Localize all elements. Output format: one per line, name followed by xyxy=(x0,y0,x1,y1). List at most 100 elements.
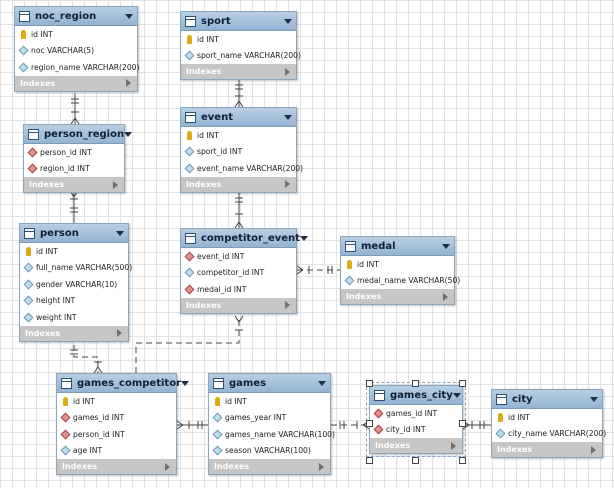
column-row[interactable]: age INT xyxy=(57,443,176,460)
table-header[interactable]: games_competitor xyxy=(57,374,190,393)
column-row[interactable]: event_id INT xyxy=(181,248,296,265)
table-header[interactable]: sport xyxy=(181,12,296,31)
rel-event-competitor-event[interactable] xyxy=(234,192,244,229)
column-row[interactable]: sport_name VARCHAR(200) xyxy=(181,48,301,65)
indexes-bar[interactable]: Indexes xyxy=(209,459,330,474)
collapse-triangle-icon[interactable] xyxy=(284,18,292,24)
column-row[interactable]: id INT xyxy=(20,243,128,260)
collapse-triangle-icon[interactable] xyxy=(125,13,133,19)
expand-arrow-icon[interactable] xyxy=(126,79,131,87)
column-row[interactable]: full_name VARCHAR(500) xyxy=(20,260,132,277)
expand-arrow-icon[interactable] xyxy=(113,180,118,189)
column-row[interactable]: city_name VARCHAR(200) xyxy=(492,426,606,443)
table-header[interactable]: competitor_event xyxy=(181,229,308,248)
table-competitor-event[interactable]: competitor_event event_id INT competitor… xyxy=(180,228,308,314)
column-row[interactable]: competitor_id INT xyxy=(181,265,296,282)
table-header[interactable]: event xyxy=(181,108,296,127)
column-row[interactable]: season VARCHAR(100) xyxy=(209,443,330,460)
column-row[interactable]: region_id INT xyxy=(24,161,124,178)
resize-handle-top-right[interactable] xyxy=(459,380,466,387)
collapse-triangle-icon[interactable] xyxy=(452,392,461,398)
rel-medal-competitor-event[interactable] xyxy=(296,265,340,275)
indexes-bar[interactable]: Indexes xyxy=(492,442,602,457)
collapse-triangle-icon[interactable] xyxy=(442,243,450,249)
indexes-bar[interactable]: Indexes xyxy=(341,289,454,304)
collapse-triangle-icon[interactable] xyxy=(181,380,190,386)
resize-handle-top-left[interactable] xyxy=(366,380,373,387)
expand-arrow-icon[interactable] xyxy=(285,180,290,188)
table-medal[interactable]: medal id INT medal_name VARCHAR(50) Inde… xyxy=(340,236,460,305)
resize-handle-middle-left[interactable] xyxy=(366,420,373,427)
table-games[interactable]: games id INT games_year INT games_name V… xyxy=(208,373,335,475)
column-row[interactable]: city_id INT xyxy=(370,422,462,439)
indexes-bar[interactable]: Indexes xyxy=(370,438,462,453)
column-row[interactable]: games_year INT xyxy=(209,410,330,427)
column-row[interactable]: id INT xyxy=(181,127,296,144)
indexes-bar[interactable]: Indexes xyxy=(24,177,124,192)
rel-games-games-competitor[interactable] xyxy=(176,420,208,430)
expand-arrow-icon[interactable] xyxy=(451,441,456,450)
resize-handle-middle-right[interactable] xyxy=(459,420,466,427)
rel-games-competitor-competitor-event[interactable] xyxy=(135,315,244,373)
column-row[interactable]: id INT xyxy=(492,409,602,426)
column-row[interactable]: medal_id INT xyxy=(181,281,296,298)
rel-games-games-city[interactable] xyxy=(331,420,370,430)
table-event[interactable]: event id INT sport_id INT event_name VAR… xyxy=(180,107,303,193)
collapse-triangle-icon[interactable] xyxy=(590,396,598,402)
collapse-triangle-icon[interactable] xyxy=(284,114,292,120)
indexes-bar[interactable]: Indexes xyxy=(15,75,137,91)
collapse-triangle-icon[interactable] xyxy=(124,131,133,137)
column-row[interactable]: id INT xyxy=(209,393,330,410)
rel-city-games-city[interactable] xyxy=(462,420,491,430)
column-row[interactable]: sport_id INT xyxy=(181,144,296,161)
rel-noc-region-person-region[interactable] xyxy=(70,93,80,125)
collapse-triangle-icon[interactable] xyxy=(299,235,308,241)
column-row[interactable]: id INT xyxy=(15,26,137,43)
column-row[interactable]: weight INT xyxy=(20,309,128,326)
resize-handle-top-middle[interactable] xyxy=(412,380,419,387)
resize-handle-bottom-left[interactable] xyxy=(366,457,373,464)
column-row[interactable]: medal_name VARCHAR(50) xyxy=(341,273,460,290)
rel-person-games-competitor[interactable] xyxy=(70,345,103,374)
indexes-bar[interactable]: Indexes xyxy=(20,325,128,341)
column-row[interactable]: event_name VARCHAR(200) xyxy=(181,160,303,177)
column-row[interactable]: games_name VARCHAR(100) xyxy=(209,426,335,443)
column-row[interactable]: region_name VARCHAR(200) xyxy=(15,59,139,76)
column-row[interactable]: person_id INT xyxy=(24,144,124,161)
collapse-triangle-icon[interactable] xyxy=(116,230,124,236)
expand-arrow-icon[interactable] xyxy=(285,67,290,76)
collapse-triangle-icon[interactable] xyxy=(318,380,326,386)
column-row[interactable]: games_id INT xyxy=(57,410,176,427)
indexes-bar[interactable]: Indexes xyxy=(181,176,296,192)
column-row[interactable]: games_id INT xyxy=(370,405,462,422)
indexes-bar[interactable]: Indexes xyxy=(181,297,296,313)
indexes-bar[interactable]: Indexes xyxy=(181,64,296,79)
column-row[interactable]: person_id INT xyxy=(57,426,176,443)
table-sport[interactable]: sport id INT sport_name VARCHAR(200) Ind… xyxy=(180,11,301,80)
expand-arrow-icon[interactable] xyxy=(591,445,596,454)
table-noc-region[interactable]: noc_region id INT noc VARCHAR(5) region_… xyxy=(14,6,139,92)
column-row[interactable]: id INT xyxy=(341,256,454,273)
resize-handle-bottom-middle[interactable] xyxy=(412,457,419,464)
table-header[interactable]: games xyxy=(209,374,330,393)
expand-arrow-icon[interactable] xyxy=(117,329,122,337)
table-header[interactable]: city xyxy=(492,390,602,409)
table-games-competitor[interactable]: games_competitor id INT games_id INT per… xyxy=(56,373,190,475)
indexes-bar[interactable]: Indexes xyxy=(57,459,176,474)
rel-person-person-region[interactable] xyxy=(69,190,79,223)
table-games-city[interactable]: games_city games_id INT city_id INT Inde… xyxy=(366,382,466,457)
table-header[interactable]: medal xyxy=(341,237,454,256)
table-person-region[interactable]: person_region person_id INT region_id IN… xyxy=(23,124,133,193)
column-row[interactable]: id INT xyxy=(57,393,176,410)
table-header[interactable]: person xyxy=(20,224,128,243)
resize-handle-bottom-right[interactable] xyxy=(459,457,466,464)
column-row[interactable]: noc VARCHAR(5) xyxy=(15,43,137,60)
column-row[interactable]: height INT xyxy=(20,293,128,310)
column-row[interactable]: gender VARCHAR(10) xyxy=(20,276,128,293)
column-row[interactable]: id INT xyxy=(181,31,296,48)
expand-arrow-icon[interactable] xyxy=(319,462,324,471)
table-person[interactable]: person id INT full_name VARCHAR(500) gen… xyxy=(19,223,132,342)
rel-sport-event[interactable] xyxy=(234,80,244,108)
table-city[interactable]: city id INT city_name VARCHAR(200) Index… xyxy=(491,389,606,458)
table-header[interactable]: games_city xyxy=(370,386,462,405)
